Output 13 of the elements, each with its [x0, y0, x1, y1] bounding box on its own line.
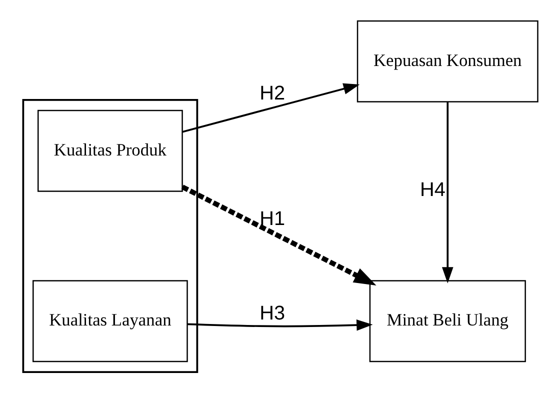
node-box: Minat Beli Ulang: [369, 280, 526, 362]
node-box: Kualitas Layanan: [32, 280, 188, 362]
node-box: Kepuasan Konsumen: [356, 20, 538, 102]
edge-label: H4: [420, 178, 446, 201]
edge-label: H3: [260, 302, 286, 325]
arrow: [442, 102, 454, 284]
edge-label: H2: [260, 82, 286, 105]
edge-label: H1: [260, 208, 286, 230]
arrow: [182, 83, 360, 133]
cluster: [22, 98, 198, 374]
arrow: [187, 319, 373, 331]
arrow: [181, 184, 376, 286]
node-box: Kualitas Produk: [37, 110, 183, 192]
